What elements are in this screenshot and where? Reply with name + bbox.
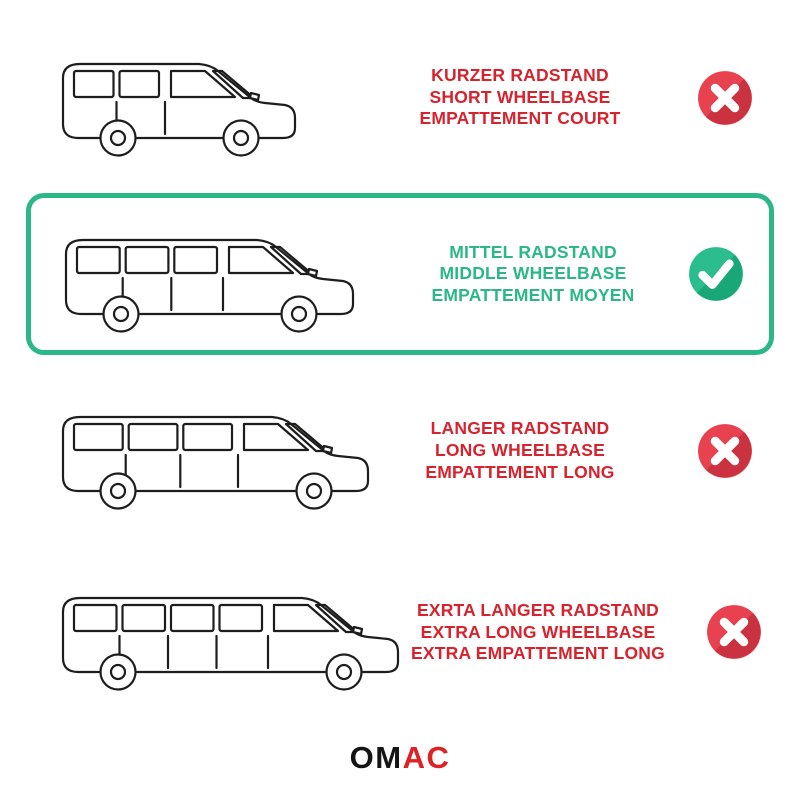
label-line-en: MIDDLE WHEELBASE (439, 263, 627, 284)
van-illustration-extra-long (56, 572, 408, 692)
label-line-en: LONG WHEELBASE (434, 439, 606, 460)
wheelbase-option-row-extra-long: EXRTA LANGER RADSTAND EXTRA LONG WHEELBA… (0, 544, 800, 720)
van-slot (0, 391, 390, 511)
selected-option-box: MITTEL RADSTAND MIDDLE WHEELBASE EMPATTE… (26, 193, 774, 356)
label-line-fr: EMPATTEMENT LONG (425, 461, 615, 482)
label-line-en: EXTRA LONG WHEELBASE (420, 621, 656, 642)
van-illustration-short (56, 38, 305, 158)
wheelbase-label: KURZER RADSTAND SHORT WHEELBASE EMPATTEM… (390, 65, 650, 130)
status-slot (650, 69, 800, 127)
options-list: KURZER RADSTAND SHORT WHEELBASE EMPATTEM… (0, 10, 800, 720)
label-line-fr: EMPATTEMENT COURT (419, 108, 621, 129)
wheelbase-label: LANGER RADSTAND LONG WHEELBASE EMPATTEME… (390, 418, 650, 483)
label-line-de: LANGER RADSTAND (430, 418, 610, 439)
wheelbase-option-row-middle: MITTEL RADSTAND MIDDLE WHEELBASE EMPATTE… (31, 198, 769, 350)
wheelbase-label: MITTEL RADSTAND MIDDLE WHEELBASE EMPATTE… (403, 242, 663, 307)
wheelbase-option-row-long: LANGER RADSTAND LONG WHEELBASE EMPATTEME… (0, 363, 800, 539)
label-line-de: EXRTA LANGER RADSTAND (416, 599, 660, 620)
status-slot (650, 422, 800, 480)
reject-x-icon (696, 69, 754, 127)
reject-x-icon (705, 603, 763, 661)
logo-text-ac: AC (402, 740, 451, 775)
van-slot (0, 38, 390, 158)
logo-text-om: OM (349, 740, 403, 775)
reject-x-icon (696, 422, 754, 480)
status-slot (663, 245, 769, 303)
van-illustration-long (56, 391, 378, 511)
wheelbase-option-row-short: KURZER RADSTAND SHORT WHEELBASE EMPATTEM… (0, 10, 800, 186)
wheelbase-label: EXRTA LANGER RADSTAND EXTRA LONG WHEELBA… (408, 600, 668, 665)
label-line-fr: EXTRA EMPATTEMENT LONG (411, 643, 665, 664)
status-slot (668, 603, 800, 661)
label-line-fr: EMPATTEMENT MOYEN (431, 285, 635, 306)
selected-check-icon (687, 245, 745, 303)
van-illustration-middle (59, 214, 363, 334)
label-line-de: MITTEL RADSTAND (449, 241, 617, 262)
label-line-en: SHORT WHEELBASE (429, 86, 611, 107)
van-slot (0, 572, 408, 692)
van-slot (31, 214, 403, 334)
label-line-de: KURZER RADSTAND (431, 65, 609, 86)
